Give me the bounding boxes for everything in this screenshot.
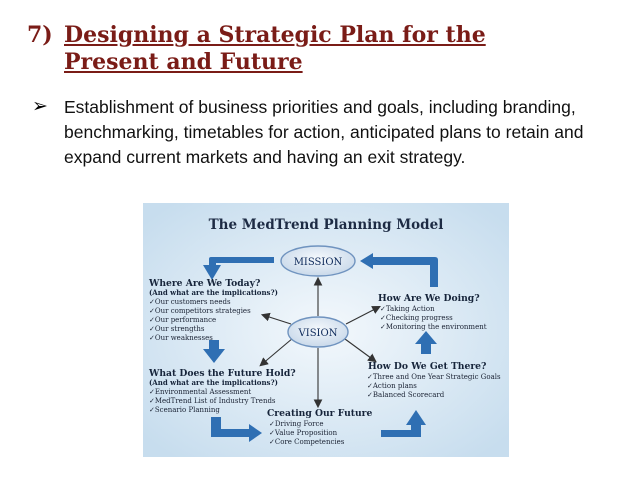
creating-block: Creating Our Future ✓Driving Force ✓Valu… xyxy=(267,408,373,446)
creating-item: ✓Value Proposition xyxy=(269,429,338,437)
doing-item: ✓Taking Action xyxy=(380,305,435,313)
doing-item: ✓Monitoring the environment xyxy=(380,323,487,331)
mission-oval xyxy=(280,245,356,277)
cycle-arrow-mission-to-today xyxy=(209,257,274,273)
connector-to-future-hold xyxy=(259,337,294,367)
cycle-arrows xyxy=(203,253,438,442)
heading-number: 7) xyxy=(27,22,53,48)
get-there-block: How Do We Get There? ✓Three and One Year… xyxy=(367,361,501,399)
future-hold-heading: What Does the Future Hold? xyxy=(148,368,296,379)
cycle-arrowhead-get-there xyxy=(406,410,426,425)
today-block: Where Are We Today? (And what are the im… xyxy=(148,278,278,342)
future-hold-sub: (And what are the implications?) xyxy=(149,378,278,387)
get-there-item: ✓Balanced Scorecard xyxy=(367,391,445,399)
future-hold-item: ✓Scenario Planning xyxy=(149,406,220,414)
today-sub: (And what are the implications?) xyxy=(149,288,278,297)
doing-heading: How Are We Doing? xyxy=(378,293,480,304)
cycle-arrowhead-mission xyxy=(360,253,373,269)
today-item: ✓Our weaknesses xyxy=(149,334,213,342)
get-there-heading: How Do We Get There? xyxy=(368,361,486,372)
get-there-item: ✓Three and One Year Strategic Goals xyxy=(367,373,501,381)
today-heading: Where Are We Today? xyxy=(148,278,260,289)
cycle-arrowhead-creating xyxy=(249,424,262,442)
today-item: ✓Our customers needs xyxy=(149,298,231,306)
planning-model-svg: The MedTrend Planning Model xyxy=(143,203,509,457)
vision-oval xyxy=(287,316,349,348)
bullet-arrow-icon: ➢ xyxy=(32,95,48,117)
diagram-title: The MedTrend Planning Model xyxy=(209,217,444,233)
cycle-arrow-future-to-creating xyxy=(211,417,251,437)
future-hold-item: ✓Environmental Assessment xyxy=(149,388,251,396)
connector-to-today xyxy=(260,312,292,325)
today-item: ✓Our strengths xyxy=(149,325,205,333)
today-item: ✓Our performance xyxy=(149,316,216,324)
vision-label: VISION xyxy=(298,328,338,339)
heading-text: Designing a Strategic Plan for the Prese… xyxy=(64,22,486,75)
cycle-arrow-doing-to-mission xyxy=(368,257,438,287)
cycle-arrowhead-future xyxy=(203,349,225,363)
cycle-arrow-get-there-to-doing xyxy=(421,342,431,354)
planning-model-diagram: The MedTrend Planning Model xyxy=(143,203,509,457)
creating-heading: Creating Our Future xyxy=(267,408,373,419)
connector-to-get-there xyxy=(344,338,377,363)
cycle-arrowhead-today xyxy=(203,265,221,280)
creating-item: ✓Core Competencies xyxy=(269,438,345,446)
creating-item: ✓Driving Force xyxy=(269,420,324,428)
mission-label: MISSION xyxy=(294,257,343,268)
doing-item: ✓Checking progress xyxy=(380,314,453,322)
future-hold-block: What Does the Future Hold? (And what are… xyxy=(148,368,296,414)
future-hold-item: ✓MedTrend List of Industry Trends xyxy=(149,397,276,405)
cycle-arrow-creating-to-get-there xyxy=(381,422,421,437)
cycle-arrowhead-doing xyxy=(415,331,437,344)
today-item: ✓Our competitors strategies xyxy=(149,307,251,315)
doing-block: How Are We Doing? ✓Taking Action ✓Checki… xyxy=(378,293,487,331)
get-there-item: ✓Action plans xyxy=(367,382,417,390)
connector-to-doing xyxy=(345,305,381,325)
bullet-text: Establishment of business priorities and… xyxy=(64,97,584,167)
connector-lines xyxy=(259,276,381,409)
